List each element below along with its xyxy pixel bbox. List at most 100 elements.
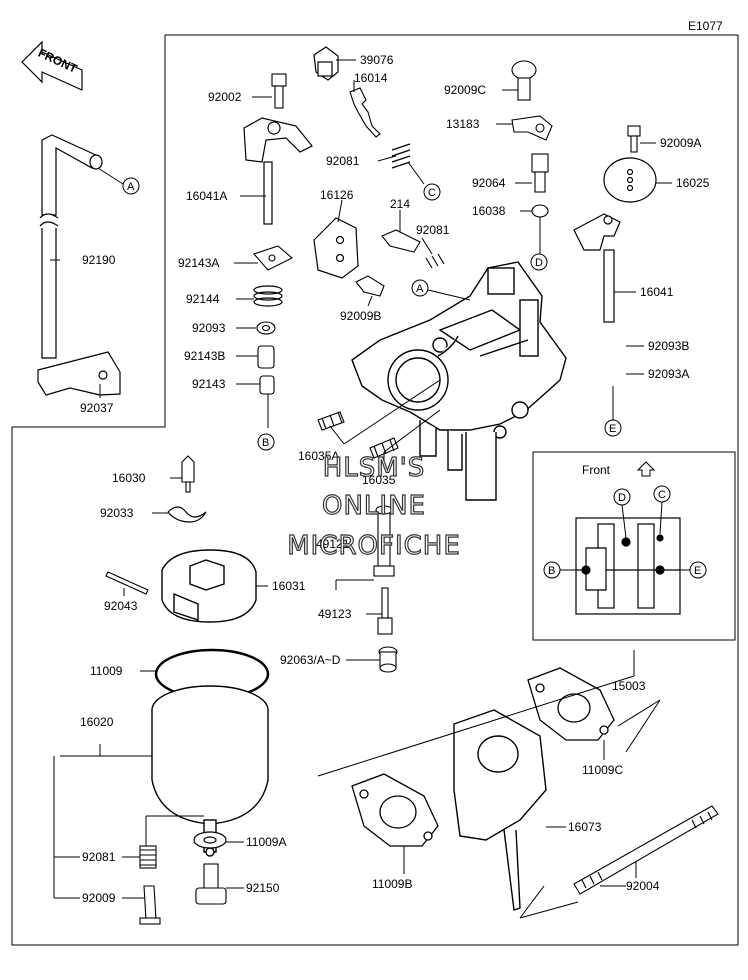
ref-b-letter: B <box>262 437 269 449</box>
part-label: 92063/A~D <box>280 653 341 667</box>
carburetor-body-drawing <box>351 261 567 501</box>
part-label: 92009A <box>660 136 701 150</box>
gasket-11009C-drawing <box>527 667 615 741</box>
part-label: 11009C <box>582 763 623 777</box>
stud-92004-drawing <box>573 805 719 895</box>
part-label: 49121 <box>316 537 350 551</box>
ref-e-letter: E <box>694 565 701 577</box>
plate-92143A-drawing <box>253 245 293 271</box>
part-label: 92081 <box>326 154 360 168</box>
part-label: 92144 <box>186 292 220 306</box>
inset-carb-drawing <box>575 517 681 615</box>
screw-16035A-drawing <box>317 411 345 431</box>
ref-c-letter: C <box>658 489 666 501</box>
ref-b-marker <box>257 433 275 451</box>
part-label: 92002 <box>208 90 242 104</box>
ref-c-marker-top <box>423 183 441 201</box>
ref-marker-letters: A C D A B E D C B E <box>127 181 701 577</box>
part-label: 11009B <box>372 877 412 891</box>
gasket-11009B-drawing <box>351 773 439 847</box>
part-label: 16030 <box>112 471 146 485</box>
part-label: 15003 <box>612 679 646 693</box>
ref-b-letter: B <box>548 565 555 577</box>
part-label: 16035 <box>362 473 396 487</box>
ref-a-marker-left <box>122 177 140 195</box>
spring-92081b-drawing <box>425 253 445 269</box>
part-label: 92150 <box>246 881 280 895</box>
part-label: 92043 <box>104 599 138 613</box>
needle-16030-drawing <box>181 455 195 493</box>
ref-markers <box>97 167 707 579</box>
inset-panel: Front <box>532 451 736 641</box>
ref-a-letter: A <box>127 181 135 193</box>
part-label: 92093 <box>192 321 226 335</box>
part-label: 214 <box>390 197 410 211</box>
part-label: 92143A <box>178 256 219 270</box>
float-16031-drawing <box>161 549 257 623</box>
screw-92009B-drawing <box>355 275 385 297</box>
part-label: 92081 <box>416 223 450 237</box>
spring-92081-drawing <box>391 143 411 169</box>
part-label: 92143 <box>192 377 226 391</box>
part-label: 92081 <box>82 850 116 864</box>
plate-16126-drawing <box>313 217 359 279</box>
diagram-frame <box>11 34 739 946</box>
part-label: 16031 <box>272 579 306 593</box>
watermark-line-1: HLSM'S <box>323 453 426 483</box>
spring-92081c-drawing <box>139 845 157 869</box>
part-label: 92143B <box>184 349 225 363</box>
screw-92009-drawing <box>139 885 161 925</box>
screw-16014-drawing <box>349 87 381 138</box>
bushing-92143B-drawing <box>257 345 275 369</box>
part-label: 92037 <box>80 401 114 415</box>
washer-11009A-drawing <box>193 831 227 849</box>
front-arrow-icon: FRONT <box>21 40 83 91</box>
part-label: 92093B <box>648 339 689 353</box>
washer-92093-drawing <box>256 321 276 335</box>
part-label: 16020 <box>80 715 114 729</box>
ref-d-letter: D <box>535 257 543 269</box>
part-label: 92093A <box>648 367 689 381</box>
jet-92063-drawing <box>378 646 398 673</box>
screw-92009A-drawing <box>627 125 641 153</box>
nozzle-92064-drawing <box>531 153 549 193</box>
ref-d-marker-top <box>530 253 548 271</box>
part-label: 16041 <box>640 285 674 299</box>
watermark: HLSM'S ONLINE MICROFICHE <box>287 452 461 561</box>
part-label: 11009 <box>90 664 123 678</box>
insulator-16073-drawing <box>453 709 547 911</box>
part-label: 16014 <box>354 71 388 85</box>
screw-92002-drawing <box>271 73 287 109</box>
diagram-code: E1077 <box>688 19 723 33</box>
inset-title: Front <box>582 463 611 477</box>
part-label: 16025 <box>676 176 710 190</box>
part-label: 49123 <box>318 607 352 621</box>
leader-lines <box>50 59 672 919</box>
emulsion-49121-drawing <box>373 505 395 577</box>
part-label: 13183 <box>446 117 480 131</box>
watermark-line-3: MICROFICHE <box>287 531 461 561</box>
part-label: 16038 <box>472 204 506 218</box>
ref-d-letter: D <box>618 492 626 504</box>
plate-16025-drawing <box>603 157 657 203</box>
part-label: 92064 <box>472 176 506 190</box>
pin-92043-drawing <box>105 571 149 595</box>
jet-49123-drawing <box>377 587 393 635</box>
part-label: 92009B <box>340 309 381 323</box>
ref-a-marker-body <box>411 279 429 297</box>
ref-c-letter: C <box>428 187 436 199</box>
part-label: 16126 <box>320 188 354 202</box>
part-label: 16035A <box>298 449 339 463</box>
shaft-16041A-drawing <box>243 117 313 225</box>
shaft-16041-drawing <box>573 213 621 323</box>
bushing-92143-drawing <box>259 375 275 395</box>
part-label: 92190 <box>82 253 116 267</box>
plate-13183-drawing <box>511 115 553 141</box>
oring-16038-drawing <box>531 204 549 218</box>
part-label: 11009A <box>246 835 286 849</box>
screw-214-drawing <box>381 229 421 253</box>
part-label: 16041A <box>186 189 227 203</box>
part-label: 16073 <box>568 820 602 834</box>
